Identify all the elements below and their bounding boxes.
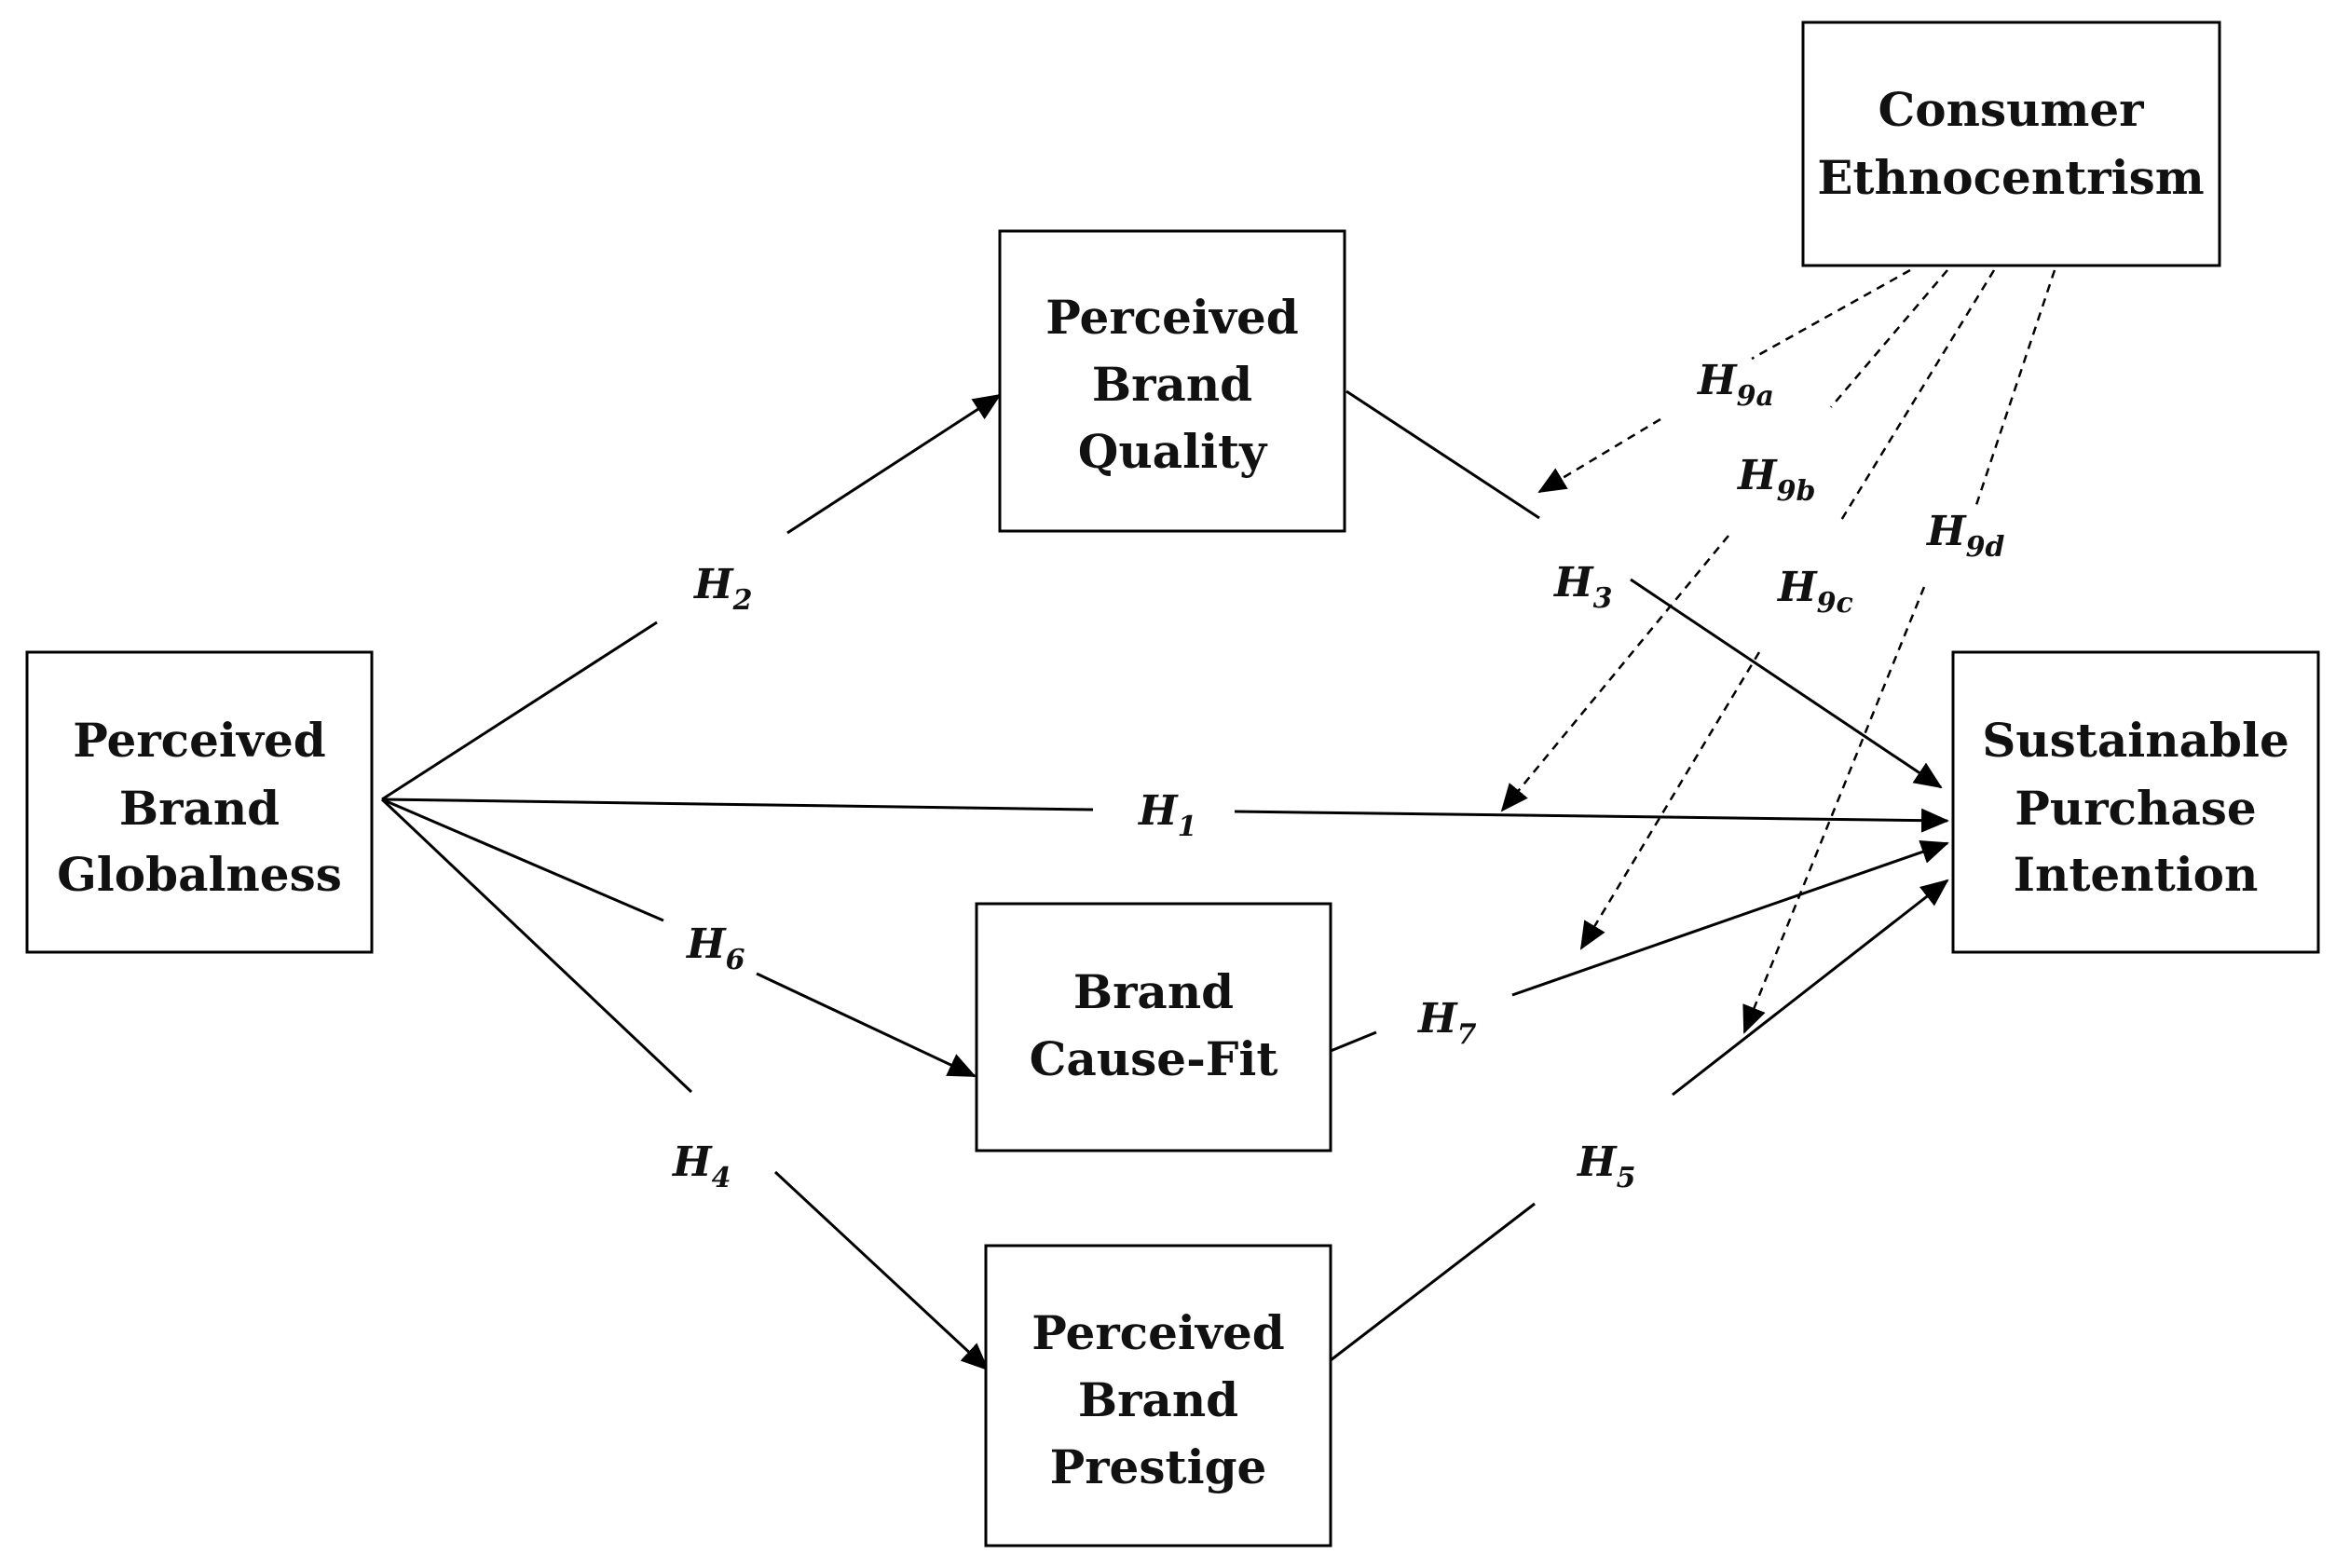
node-perceived-brand-quality: Perceived Brand Quality bbox=[998, 229, 1346, 533]
node-label-line: Prestige bbox=[1050, 1439, 1267, 1494]
edge-h5-lower bbox=[1330, 1202, 1536, 1362]
hypothesis-label-h2: H2 bbox=[692, 561, 752, 617]
node-label-line: Cause-Fit bbox=[1030, 1031, 1278, 1086]
hypothesis-label-h3: H3 bbox=[1552, 559, 1612, 615]
node-label-line: Consumer bbox=[1878, 82, 2144, 137]
node-label-line: Purchase bbox=[2015, 781, 2256, 836]
edge-h1-right bbox=[1234, 808, 1949, 833]
node-label-line: Perceived bbox=[1045, 290, 1298, 345]
moderation-edges bbox=[1500, 268, 2056, 1034]
node-label-line: Sustainable bbox=[1982, 713, 2289, 768]
node-sustainable-purchase-intention: Sustainable Purchase Intention bbox=[1951, 650, 2320, 954]
hypothesis-label-h7: H7 bbox=[1416, 995, 1477, 1051]
node-label-line: Globalness bbox=[57, 847, 342, 902]
edge-h6-upper bbox=[381, 798, 664, 922]
hypothesis-labels: H2 H3 H1 H6 H7 H4 H5 H9a H9b H9c H9d bbox=[671, 357, 2004, 1194]
edge-h7-right bbox=[1511, 839, 1949, 997]
node-label-line: Brand bbox=[1092, 357, 1252, 412]
node-brand-cause-fit: Brand Cause-Fit bbox=[975, 902, 1332, 1152]
node-label-line: Perceived bbox=[1031, 1305, 1284, 1360]
hypothesis-label-h4: H4 bbox=[671, 1139, 731, 1194]
node-label-line: Brand bbox=[1078, 1372, 1238, 1427]
hypothesis-label-h9c: H9c bbox=[1776, 564, 1853, 620]
edges bbox=[380, 389, 1949, 1371]
edge-h3-upper bbox=[1346, 389, 1540, 520]
hypothesis-label-h6: H6 bbox=[685, 920, 745, 976]
hypothesis-label-h9b: H9b bbox=[1736, 452, 1815, 508]
edge-h1-left bbox=[381, 798, 1094, 811]
hypothesis-label-h9d: H9d bbox=[1925, 508, 2004, 564]
edge-h9a-upper bbox=[1751, 268, 1911, 361]
edge-h3-lower bbox=[1630, 578, 1943, 789]
hypothesis-label-h1: H1 bbox=[1137, 787, 1196, 843]
node-perceived-brand-globalness: Perceived Brand Globalness bbox=[25, 650, 374, 954]
edge-h9b-upper bbox=[1830, 269, 1948, 408]
edge-h4-upper bbox=[380, 798, 693, 1094]
node-label-line: Ethnocentrism bbox=[1817, 150, 2204, 205]
node-label-line: Brand bbox=[1073, 964, 1234, 1019]
edge-h9d-lower bbox=[1742, 586, 1926, 1034]
node-label-line: Quality bbox=[1078, 424, 1268, 479]
edge-h2-upper bbox=[786, 393, 1002, 535]
edge-h9d-upper bbox=[1974, 269, 2056, 509]
node-consumer-ethnocentrism: Consumer Ethnocentrism bbox=[1801, 20, 2221, 267]
edge-h9b-lower bbox=[1500, 535, 1729, 812]
edge-h9c-lower bbox=[1579, 651, 1761, 950]
edge-h7-left bbox=[1330, 1030, 1377, 1053]
node-label-line: Intention bbox=[2014, 847, 2259, 902]
edge-h2-lower bbox=[381, 620, 658, 801]
node-label-line: Perceived bbox=[73, 713, 325, 768]
node-perceived-brand-prestige: Perceived Brand Prestige bbox=[984, 1244, 1332, 1548]
edge-h6-lower bbox=[756, 972, 977, 1078]
hypothesis-label-h9a: H9a bbox=[1696, 357, 1774, 413]
edge-h4-lower bbox=[773, 1170, 990, 1371]
hypothesis-label-h5: H5 bbox=[1576, 1139, 1635, 1194]
node-label-line: Brand bbox=[119, 781, 280, 836]
edge-h9a-lower bbox=[1537, 417, 1661, 494]
edge-h9c-upper bbox=[1838, 269, 1996, 523]
edge-h5-upper bbox=[1672, 879, 1949, 1097]
